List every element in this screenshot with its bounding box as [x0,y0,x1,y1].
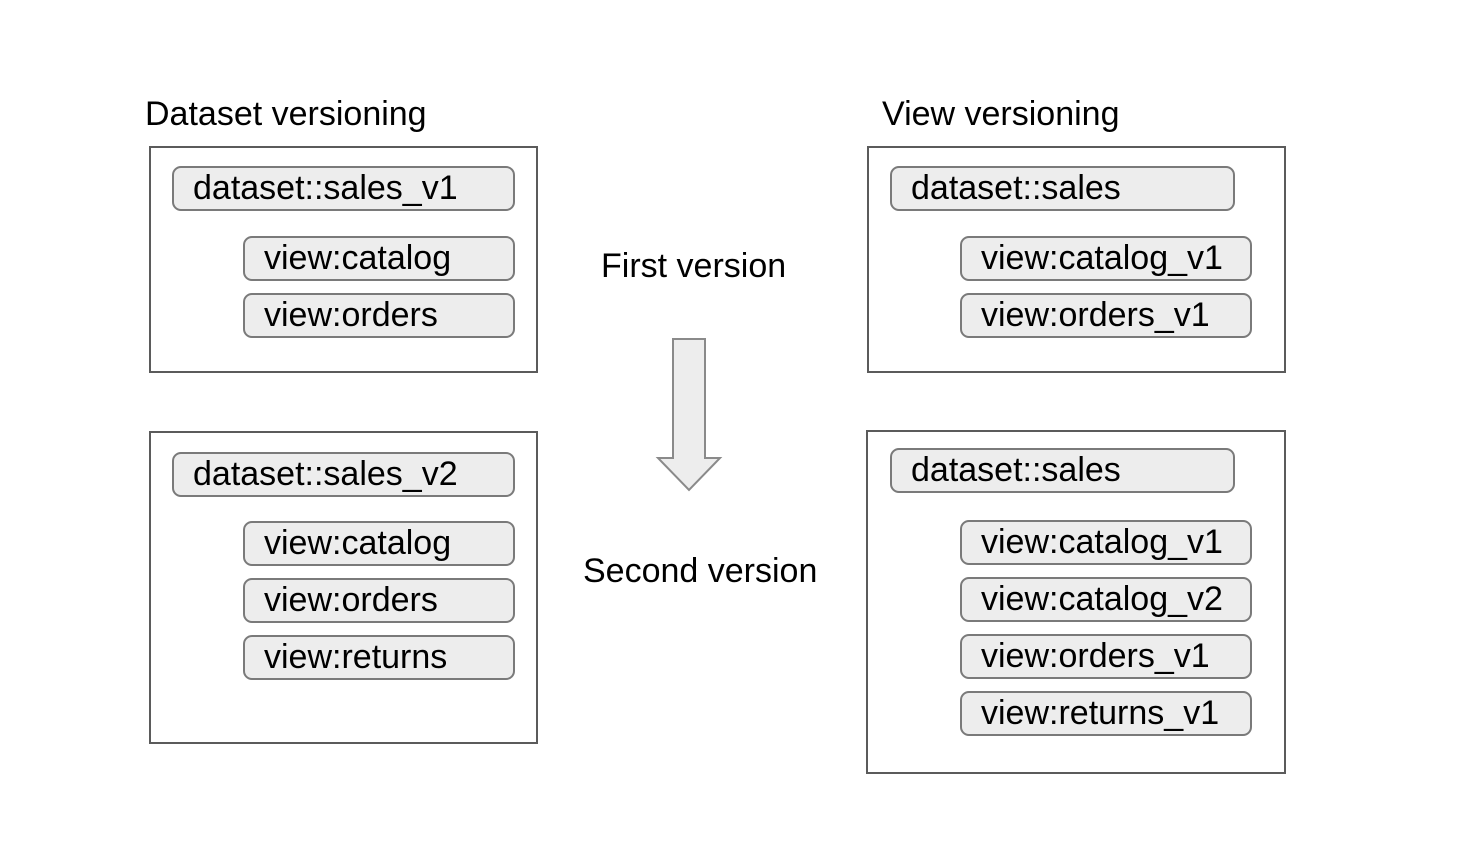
view-pill: view:catalog_v1 [960,520,1252,565]
view-versioning-first-box: dataset::sales view:catalog_v1 view:orde… [867,146,1286,373]
dataset-pill: dataset::sales_v2 [172,452,515,497]
view-versioning-title: View versioning [882,95,1120,133]
view-pill: view:orders [243,578,515,623]
dataset-pill: dataset::sales_v1 [172,166,515,211]
view-pill: view:catalog [243,521,515,566]
view-pill: view:orders_v1 [960,293,1252,338]
dataset-versioning-second-box: dataset::sales_v2 view:catalog view:orde… [149,431,538,744]
first-version-label: First version [601,247,787,285]
view-pill: view:returns_v1 [960,691,1252,736]
down-arrow-icon [655,338,723,492]
dataset-versioning-first-box: dataset::sales_v1 view:catalog view:orde… [149,146,538,373]
view-pill: view:orders [243,293,515,338]
view-pill: view:catalog_v1 [960,236,1252,281]
dataset-pill: dataset::sales [890,166,1235,211]
dataset-pill: dataset::sales [890,448,1235,493]
dataset-versioning-title: Dataset versioning [145,95,427,133]
second-version-label: Second version [583,552,818,590]
view-pill: view:returns [243,635,515,680]
view-versioning-second-box: dataset::sales view:catalog_v1 view:cata… [866,430,1286,774]
view-pill: view:catalog [243,236,515,281]
view-pill: view:catalog_v2 [960,577,1252,622]
view-pill: view:orders_v1 [960,634,1252,679]
